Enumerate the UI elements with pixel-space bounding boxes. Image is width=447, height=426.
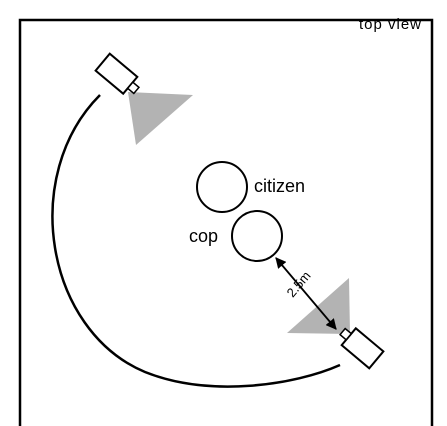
distance-arrow — [275, 257, 337, 330]
camera-lens-bottom-right — [338, 327, 353, 341]
cop-label: cop — [189, 226, 218, 246]
camera-lens-top-left — [126, 81, 141, 95]
camera-top-left — [94, 52, 193, 145]
frame — [18, 18, 434, 426]
field-of-view-top-left — [128, 92, 193, 145]
citizen-label: citizen — [254, 176, 305, 196]
cop-circle — [231, 210, 283, 262]
camera-path-arc — [51, 94, 341, 388]
view-label: top view — [359, 16, 422, 33]
citizen-circle — [196, 161, 248, 213]
